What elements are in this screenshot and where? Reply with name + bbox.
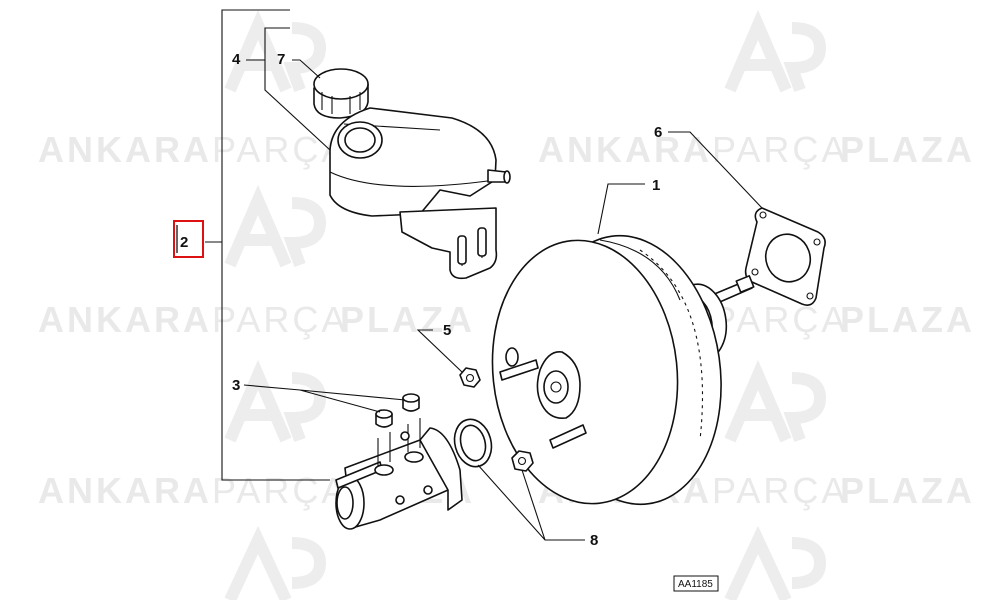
watermark-brand-mid: PARÇA (712, 129, 848, 170)
watermark-brand-mid: PARÇA (712, 299, 848, 340)
brake-booster-part-1[interactable] (480, 224, 755, 516)
callout-5[interactable]: 5 (443, 322, 451, 339)
callout-8[interactable]: 8 (590, 532, 598, 549)
seal-ring-part-8[interactable] (449, 415, 496, 471)
watermark-brand-mid: PARÇA (212, 129, 348, 170)
watermark-brand-bold: PLAZA (840, 470, 975, 511)
watermark-brand-light: ANKARA (538, 129, 712, 170)
watermark-brand-light: ANKARA (38, 129, 212, 170)
assembly-bracket (205, 9, 330, 481)
watermark-brand-bold: PLAZA (840, 129, 975, 170)
watermark-brand-mid: PARÇA (712, 470, 848, 511)
callout-2[interactable]: 2 (180, 234, 188, 251)
master-cylinder[interactable] (335, 418, 463, 530)
callout-3[interactable]: 3 (232, 377, 240, 394)
callout-4[interactable]: 4 (232, 51, 241, 68)
nut-part-5[interactable] (459, 367, 481, 388)
callout-6[interactable]: 6 (654, 124, 662, 141)
callouts: 1 2 3 4 5 6 7 8 (173, 51, 662, 549)
leader-lines (243, 27, 763, 541)
watermark-brand-mid: PARÇA (212, 470, 348, 511)
reference-code: AA1185 (678, 579, 713, 590)
watermark-logo (224, 9, 827, 600)
reservoir-cap-part-7[interactable] (313, 68, 369, 119)
callout-2-highlight (173, 220, 204, 258)
watermark-brand-bold: PLAZA (340, 299, 475, 340)
watermark-brand-mid: PARÇA (212, 299, 348, 340)
gasket-part-6[interactable] (744, 207, 826, 306)
cap-part-3-a[interactable] (375, 409, 393, 428)
watermark-brand-light: ANKARA (38, 299, 212, 340)
watermark-brand-light: ANKARA (38, 470, 212, 511)
reference-code-box: AA1185 (673, 575, 719, 592)
watermark-brand-bold: PLAZA (840, 299, 975, 340)
callout-7[interactable]: 7 (277, 51, 285, 68)
fluid-reservoir-part-4[interactable] (329, 107, 511, 280)
cap-part-3-b[interactable] (402, 393, 420, 412)
callout-1[interactable]: 1 (652, 177, 660, 194)
nut-part-8[interactable] (511, 450, 534, 472)
